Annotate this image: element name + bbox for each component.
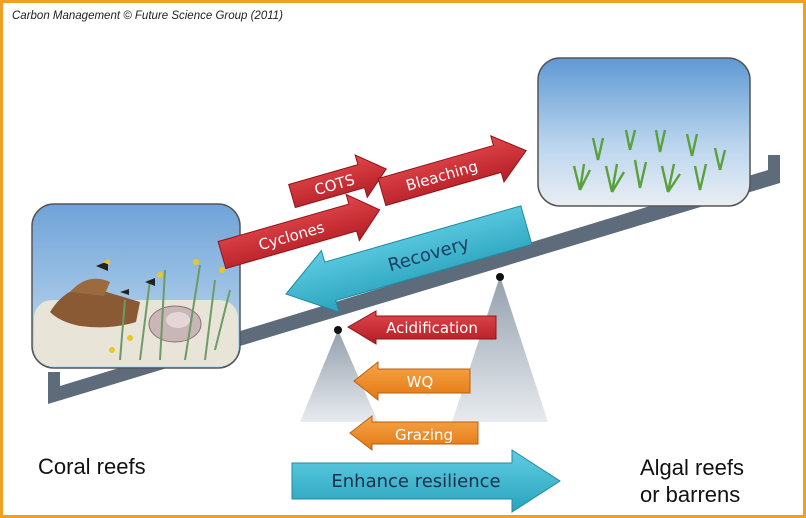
coral-reef-illustration [31, 203, 241, 369]
left-fulcrum [300, 330, 378, 422]
bleaching-arrow: Bleaching [377, 134, 527, 207]
enhance-resilience-arrow: Enhance resilience [291, 449, 561, 513]
right-pivot [496, 273, 504, 281]
acidification-label: Acidification [386, 319, 478, 337]
right-fulcrum [452, 276, 548, 422]
wq-label: WQ [407, 373, 434, 391]
algal-reefs-line1: Algal reefs [640, 455, 744, 480]
acidification-arrow: Acidification [347, 310, 497, 345]
algal-reefs-label: Algal reefs or barrens [640, 454, 744, 508]
coral-reefs-label: Coral reefs [38, 454, 146, 479]
enhance-resilience-label: Enhance resilience [331, 471, 500, 492]
wq-arrow: WQ [353, 360, 471, 402]
algal-reefs-line2: or barrens [640, 482, 741, 507]
grazing-label: Grazing [395, 426, 453, 444]
algal-reef-illustration [537, 57, 751, 207]
left-pivot [334, 326, 342, 334]
cyclones-arrow: Cyclones [217, 193, 381, 270]
figure-credit: Carbon Management © Future Science Group… [12, 10, 283, 22]
recovery-arrow: Recovery [285, 205, 533, 313]
grazing-arrow: Grazing [349, 414, 479, 452]
